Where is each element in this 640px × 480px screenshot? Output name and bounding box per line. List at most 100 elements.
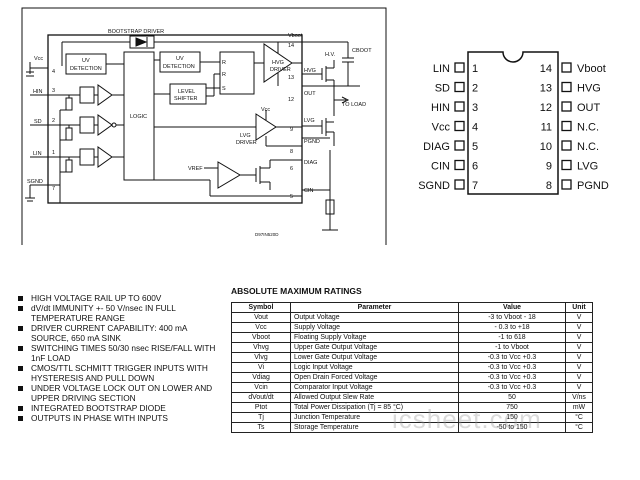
pin-pad	[454, 179, 465, 190]
logic-block	[123, 51, 155, 181]
symbol-cell: Vcc	[231, 322, 291, 333]
watermark: icsheet.com	[392, 404, 542, 434]
label-out: OUT	[304, 91, 316, 97]
label-hvg-1: HVG	[272, 60, 284, 66]
label-r2: R	[222, 72, 226, 78]
comparator-buffer	[217, 161, 241, 189]
pin-pad	[454, 120, 465, 132]
symbol-cell: Ptot	[231, 402, 291, 413]
pin-name-left: SGND	[418, 180, 450, 192]
pin-name-right: N.C.	[577, 141, 599, 153]
feature-text: dV/dt IMMUNITY +- 50 V/nsec IN FULL TEMP…	[31, 303, 176, 323]
pin-name-left: Vcc	[432, 122, 451, 134]
pin-num-4: 4	[52, 69, 55, 75]
pin-pad	[561, 62, 572, 73]
feature-item: CMOS/TTL SCHMITT TRIGGER INPUTS WITH HYS…	[16, 363, 216, 383]
unit-cell: V	[565, 362, 593, 373]
feature-item: HIGH VOLTAGE RAIL UP TO 600V	[16, 293, 216, 303]
pin-name-right: PGND	[577, 180, 609, 192]
label-bootstrap-driver: BOOTSTRAP DRIVER	[108, 29, 164, 35]
parameter-cell: Open Drain Forced Voltage	[290, 372, 459, 383]
value-cell: - 0.3 to +18	[458, 322, 566, 333]
pin-number-right: 8	[546, 180, 552, 192]
pin-pad	[454, 159, 465, 171]
pin-number-right: 10	[540, 141, 552, 153]
feature-item: SWITCHING TIMES 50/30 nsec RISE/FALL WIT…	[16, 343, 216, 363]
pin-pad	[561, 120, 572, 132]
pin-pad	[561, 81, 572, 93]
label-lvg-1: LVG	[240, 133, 251, 139]
square-bullet-icon	[18, 385, 23, 391]
feature-text: SWITCHING TIMES 50/30 nsec RISE/FALL WIT…	[31, 343, 216, 363]
square-bullet-icon	[18, 415, 23, 421]
unit-cell: V	[565, 332, 593, 343]
label-lin: LIN	[33, 151, 42, 157]
ratings-title: ABSOLUTE MAXIMUM RATINGS	[231, 286, 362, 296]
pin-number-right: 14	[540, 63, 552, 75]
feature-item: dV/dt IMMUNITY +- 50 V/nsec IN FULL TEMP…	[16, 303, 216, 323]
feature-text: INTEGRATED BOOTSTRAP DIODE	[31, 403, 166, 413]
unit-cell: °C	[565, 422, 593, 433]
value-cell: -0.3 to Vcc +0.3	[458, 372, 566, 383]
pin-number-left: 4	[472, 122, 478, 134]
parameter-cell: Logic Input Voltage	[290, 362, 459, 373]
pin-pad	[454, 81, 465, 93]
pin-pad	[454, 62, 465, 73]
label-hv: H.V.	[325, 52, 336, 58]
pin-number-left: 2	[472, 83, 478, 95]
block-diagram: BOOTSTRAP DRIVER Vboot Vcc UV DETECTION …	[21, 7, 387, 245]
parameter-cell: Output Voltage	[290, 312, 459, 323]
table-header-row: Symbol Parameter Value Unit	[231, 302, 593, 313]
pin-number-right: 13	[540, 83, 552, 95]
feature-text: OUTPUTS IN PHASE WITH INPUTS	[31, 413, 168, 423]
unit-cell: mW	[565, 402, 593, 413]
label-to-load: TO LOAD	[342, 102, 366, 108]
pin-name-right: OUT	[577, 102, 601, 114]
header-symbol: Symbol	[231, 302, 291, 313]
feature-item: UNDER VOLTAGE LOCK OUT ON LOWER AND UPPE…	[16, 383, 216, 403]
drawing-code: D97IN520D	[255, 232, 279, 237]
parameter-cell: Comparator Input Voltage	[290, 382, 459, 393]
label-detection-1: DETECTION	[70, 66, 102, 72]
pin-number-right: 9	[546, 161, 552, 173]
label-r1: R	[222, 60, 226, 66]
label-lvg: LVG	[304, 118, 315, 124]
pin-pad	[561, 159, 572, 171]
bootstrap-diode-icon	[135, 37, 148, 47]
label-detection-2: DETECTION	[163, 64, 195, 70]
pin-number-right: 11	[541, 122, 552, 134]
pin-number-left: 6	[472, 161, 478, 173]
feature-text: UNDER VOLTAGE LOCK OUT ON LOWER AND UPPE…	[31, 383, 213, 403]
value-cell: 50	[458, 392, 566, 403]
label-vref: VREF	[188, 166, 203, 172]
symbol-cell: Ts	[231, 422, 291, 433]
unit-cell: V	[565, 322, 593, 333]
feature-text: DRIVER CURRENT CAPABILITY: 400 mA SOURCE…	[31, 323, 187, 343]
pin-num-5: 5	[290, 194, 293, 200]
pin-num-14: 14	[288, 43, 294, 49]
square-bullet-icon	[18, 305, 23, 311]
pin-num-8: 8	[290, 149, 293, 155]
pin-name-left: DIAG	[423, 141, 450, 153]
feature-text: CMOS/TTL SCHMITT TRIGGER INPUTS WITH HYS…	[31, 363, 208, 383]
label-lvg-2: DRIVER	[236, 140, 257, 146]
pin-num-13: 13	[288, 75, 294, 81]
label-vcc: Vcc	[34, 56, 43, 62]
pin-number-left: 1	[472, 63, 478, 75]
symbol-cell: dVout/dt	[231, 392, 291, 403]
feature-item: DRIVER CURRENT CAPABILITY: 400 mA SOURCE…	[16, 323, 216, 343]
label-cboot: CBOOT	[352, 48, 372, 54]
pin-num-9: 9	[290, 127, 293, 133]
feature-item: OUTPUTS IN PHASE WITH INPUTS	[16, 413, 216, 423]
square-bullet-icon	[18, 365, 23, 371]
pin-num-12: 12	[288, 97, 294, 103]
pin-num-2: 2	[52, 118, 55, 124]
feature-text: HIGH VOLTAGE RAIL UP TO 600V	[31, 293, 162, 303]
label-uv-1: UV	[82, 58, 90, 64]
